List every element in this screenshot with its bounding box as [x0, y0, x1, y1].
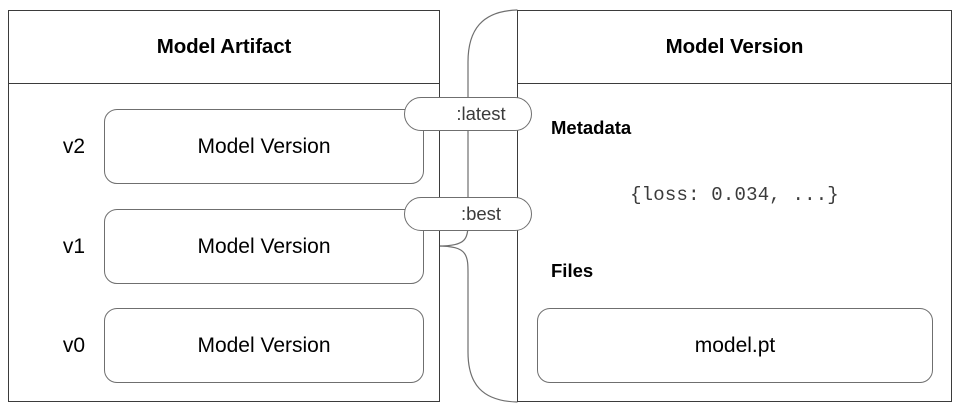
- version-row-v0: v0 Model Version: [9, 308, 439, 383]
- alias-tag-label-best: :best: [460, 203, 502, 224]
- alias-tag-label-latest: :latest: [456, 103, 506, 124]
- version-label-v0: v0: [62, 333, 86, 357]
- version-row-v1: v1 Model Version :best: [9, 197, 532, 284]
- model-artifact-header: Model Artifact: [9, 11, 439, 84]
- model-version-header: Model Version: [518, 11, 951, 84]
- model-version-body: Metadata {loss: 0.034, ...} Files model.…: [518, 84, 951, 401]
- metadata-value-text: {loss: 0.034, ...}: [630, 184, 839, 206]
- file-item-model-pt[interactable]: model.pt: [537, 308, 933, 383]
- model-artifact-panel: Model Artifact v2 Model Version :latest …: [8, 10, 532, 402]
- files-section-heading: Files: [551, 260, 594, 281]
- model-version-panel: Model Version Metadata {loss: 0.034, ...…: [517, 10, 952, 402]
- model-version-title: Model Version: [665, 35, 804, 58]
- model-artifact-body: v2 Model Version :latest v1 Model Versio…: [9, 84, 532, 401]
- alias-tag-best[interactable]: :best: [404, 197, 532, 231]
- alias-tag-latest[interactable]: :latest: [404, 97, 532, 131]
- version-box-v0[interactable]: Model Version: [104, 308, 424, 383]
- version-row-v2: v2 Model Version :latest: [9, 97, 532, 184]
- version-box-label-v0: Model Version: [197, 333, 331, 357]
- version-box-v1[interactable]: Model Version :best: [104, 197, 532, 284]
- file-item-label: model.pt: [694, 333, 776, 357]
- version-box-label-v1: Model Version: [197, 234, 331, 258]
- version-label-v1: v1: [62, 234, 86, 258]
- version-box-label-v2: Model Version: [197, 134, 331, 158]
- model-artifact-title: Model Artifact: [156, 35, 292, 58]
- version-box-v2[interactable]: Model Version :latest: [104, 97, 532, 184]
- metadata-section-heading: Metadata: [551, 117, 632, 138]
- version-label-v2: v2: [62, 134, 86, 158]
